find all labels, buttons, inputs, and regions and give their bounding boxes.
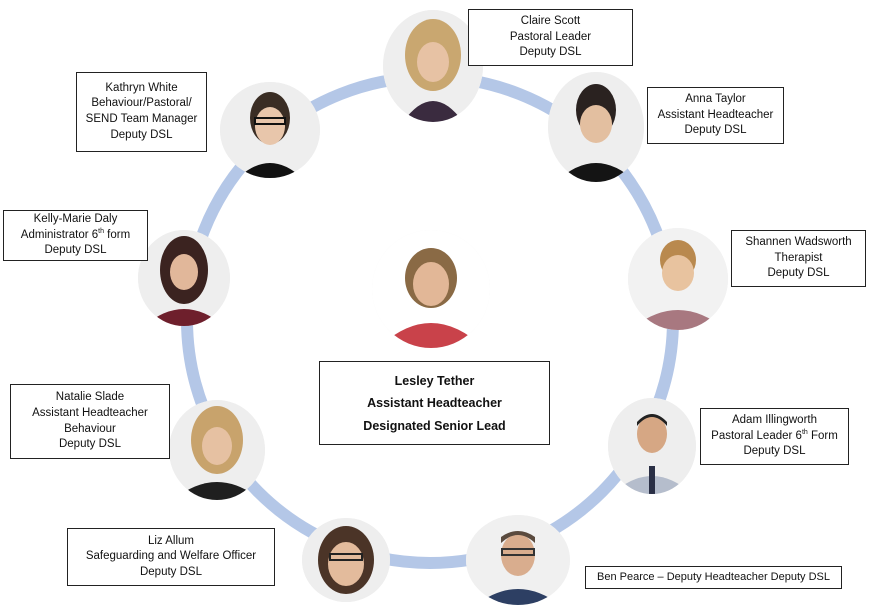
person-photo-icon — [608, 398, 696, 494]
photo-adam-illingworth — [608, 398, 696, 494]
role-text: Administrator 6 — [20, 228, 99, 241]
staff-dsl: Deputy DSL — [684, 124, 747, 137]
staff-role: Pastoral Leader 6th Form — [701, 429, 848, 445]
photo-kelly-marie-daly — [138, 230, 230, 326]
lead-name: Lesley Tether — [394, 373, 475, 388]
staff-role: Therapist — [774, 251, 823, 264]
photo-lesley-tether — [372, 230, 490, 348]
staff-name: Claire Scott — [520, 15, 581, 28]
staff-name: Natalie Slade — [55, 391, 125, 404]
role-text-end: form — [103, 228, 131, 241]
staff-summary: Ben Pearce – Deputy Headteacher Deputy D… — [597, 570, 830, 583]
label-liz-allum: Liz Allum Safeguarding and Welfare Offic… — [67, 528, 275, 586]
photo-liz-allum — [302, 518, 390, 602]
person-photo-icon — [169, 400, 265, 500]
person-photo-icon — [548, 72, 644, 182]
staff-dsl: Deputy DSL — [110, 128, 173, 141]
person-photo-icon — [372, 230, 490, 348]
ordinal-suffix: th — [801, 428, 808, 436]
staff-role: Assistant Headteacher — [32, 406, 148, 419]
staff-role: Safeguarding and Welfare Officer — [85, 550, 257, 563]
person-photo-icon — [220, 82, 320, 178]
staff-dsl: Deputy DSL — [743, 445, 806, 458]
photo-shannen-wadsworth — [628, 228, 728, 330]
label-claire-scott: Claire Scott Pastoral Leader Deputy DSL — [468, 9, 633, 66]
label-shannen-wadsworth: Shannen Wadsworth Therapist Deputy DSL — [731, 230, 866, 287]
person-photo-icon — [628, 228, 728, 330]
staff-role: Administrator 6th form — [4, 228, 147, 244]
person-photo-icon — [383, 10, 483, 122]
photo-claire-scott — [383, 10, 483, 122]
staff-role-detail: SEND Team Manager — [85, 113, 198, 125]
ordinal-suffix: th — [98, 227, 104, 235]
staff-name: Kelly-Marie Daly — [33, 213, 118, 226]
staff-dsl: Deputy DSL — [44, 244, 107, 257]
staff-dsl: Deputy DSL — [58, 438, 121, 451]
photo-kathryn-white — [220, 82, 320, 178]
staff-dsl: Deputy DSL — [767, 267, 830, 280]
role-text: Pastoral Leader 6 — [711, 429, 802, 442]
staff-role-detail: Behaviour — [64, 422, 116, 435]
staff-name: Shannen Wadsworth — [745, 236, 852, 249]
staff-role: Assistant Headteacher — [657, 108, 774, 121]
label-kathryn-white: Kathryn White Behaviour/Pastoral/ SEND T… — [76, 72, 207, 152]
label-adam-illingworth: Adam Illingworth Pastoral Leader 6th For… — [700, 408, 849, 465]
label-kelly-marie-daly: Kelly-Marie Daly Administrator 6th form … — [3, 210, 148, 261]
photo-anna-taylor — [548, 72, 644, 182]
role-text-end: Form — [807, 429, 838, 442]
lead-title: Designated Senior Lead — [363, 418, 506, 433]
label-ben-pearce: Ben Pearce – Deputy Headteacher Deputy D… — [585, 566, 842, 589]
photo-ben-pearce — [466, 515, 570, 605]
staff-name: Liz Allum — [147, 534, 195, 547]
person-photo-icon — [138, 230, 230, 326]
label-natalie-slade: Natalie Slade Assistant Headteacher Beha… — [10, 384, 170, 459]
photo-natalie-slade — [169, 400, 265, 500]
person-photo-icon — [466, 515, 570, 605]
staff-role: Pastoral Leader — [509, 30, 592, 43]
person-photo-icon — [302, 518, 390, 602]
staff-name: Adam Illingworth — [731, 414, 817, 427]
label-lesley-tether: Lesley Tether Assistant Headteacher Desi… — [319, 361, 550, 445]
lead-role: Assistant Headteacher — [367, 396, 502, 410]
staff-dsl: Deputy DSL — [519, 46, 582, 59]
staff-name: Anna Taylor — [685, 93, 746, 106]
staff-name: Kathryn White — [105, 81, 178, 94]
label-anna-taylor: Anna Taylor Assistant Headteacher Deputy… — [647, 87, 784, 144]
staff-role: Behaviour/Pastoral/ — [91, 97, 192, 110]
staff-dsl: Deputy DSL — [139, 565, 202, 578]
